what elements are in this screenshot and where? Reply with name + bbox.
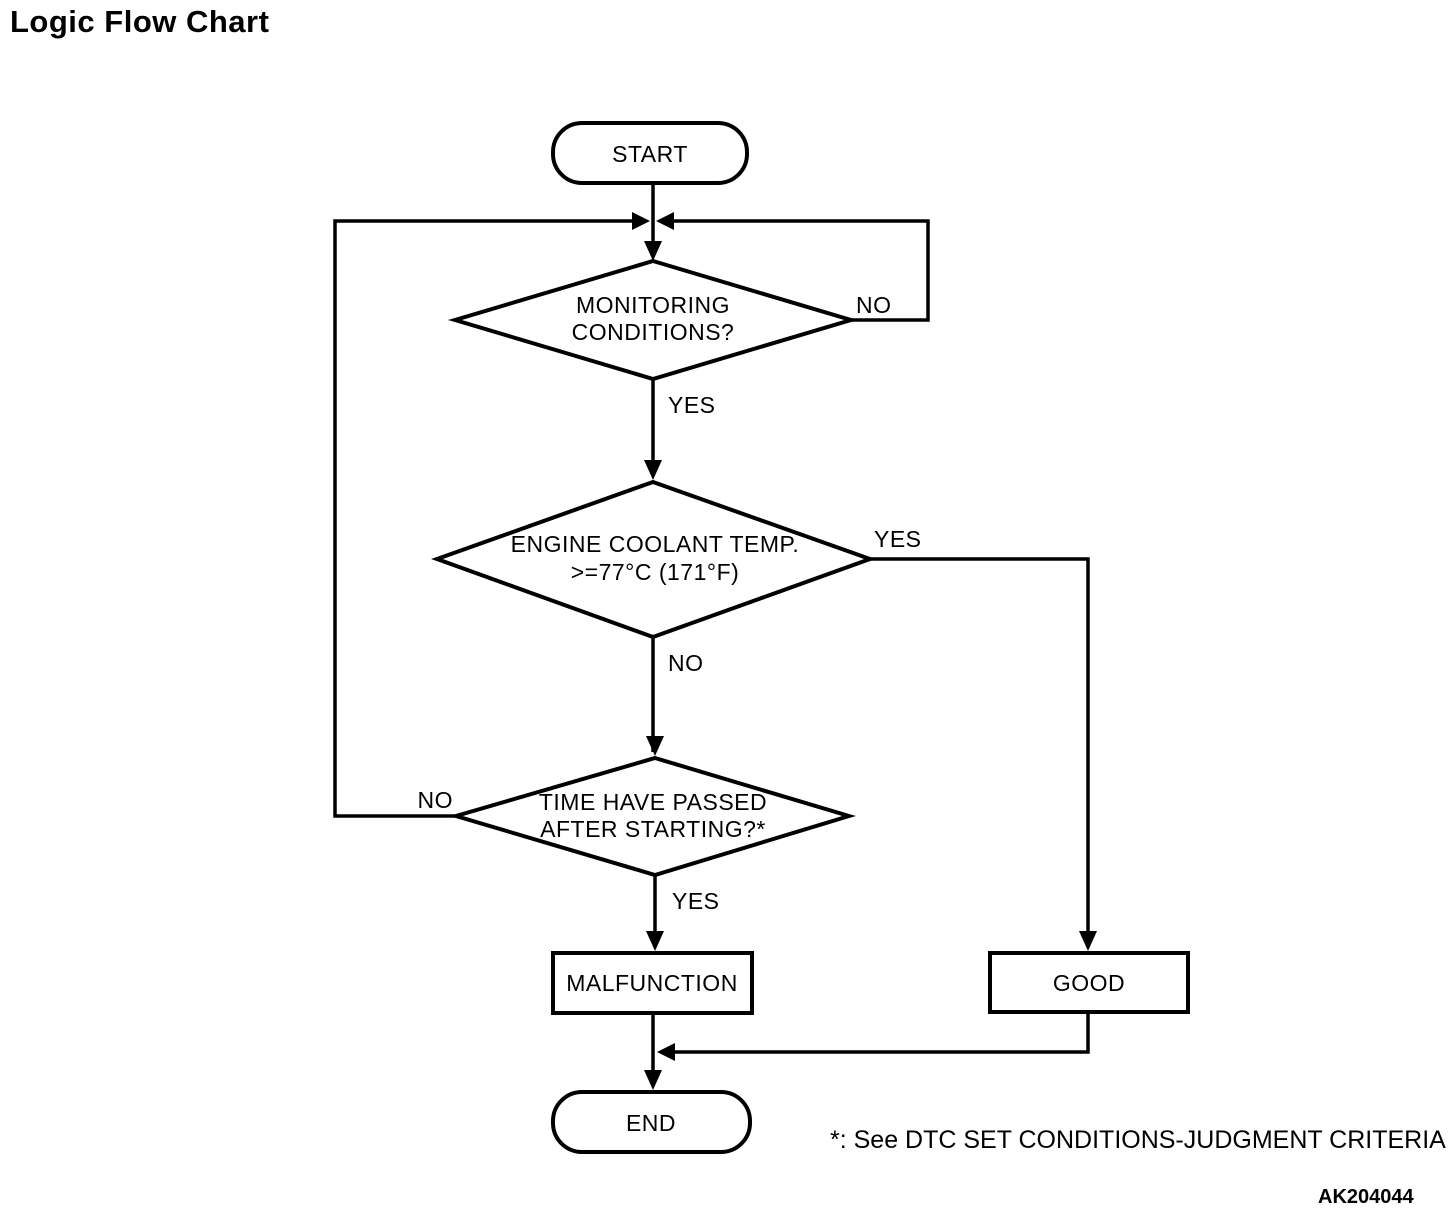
arrowhead-good-join (657, 1043, 675, 1061)
arrowhead-no-loop-left (632, 212, 650, 230)
coolant-no-label: NO (668, 650, 704, 676)
time-decision-line2: AFTER STARTING?* (540, 816, 766, 842)
arrowhead-into-good (1079, 931, 1097, 951)
coolant-yes-label: YES (874, 526, 922, 552)
arrowhead-into-malfunction (646, 931, 664, 951)
end-node (551, 1090, 752, 1154)
monitoring-decision-line2: CONDITIONS? (572, 319, 735, 345)
figure-code: AK204044 (1318, 1186, 1414, 1208)
good-node-label: GOOD (1053, 970, 1125, 996)
time-yes-label: YES (672, 888, 720, 914)
arrowhead-into-coolant (644, 460, 662, 480)
arrowhead-into-monitoring (644, 241, 662, 261)
coolant-decision-line1: ENGINE COOLANT TEMP. (511, 531, 800, 557)
edge-monitoring-no-loop (660, 219, 930, 322)
malfunction-node (551, 951, 754, 1015)
edge-good-to-join (661, 1012, 1090, 1054)
arrowhead-no-loop-right (656, 212, 674, 230)
footnote: *: See DTC SET CONDITIONS-JUDGMENT CRITE… (830, 1126, 1446, 1154)
edge-time-no-loop (333, 219, 646, 818)
start-node-label: START (612, 141, 688, 167)
time-decision-node (448, 755, 856, 878)
coolant-decision-line2: >=77°C (171°F) (571, 559, 740, 585)
monitoring-yes-label: YES (668, 392, 716, 418)
arrowhead-into-end (644, 1070, 662, 1090)
end-node-label: END (626, 1110, 676, 1136)
monitoring-decision-line1: MONITORING (576, 292, 730, 318)
start-node (551, 121, 749, 185)
monitoring-no-label: NO (856, 292, 892, 318)
good-node (988, 951, 1190, 1014)
arrowhead-into-time (646, 736, 664, 756)
page-title: Logic Flow Chart (10, 4, 270, 39)
time-no-label: NO (418, 787, 454, 813)
coolant-decision-node (431, 479, 876, 640)
time-decision-line1: TIME HAVE PASSED (539, 789, 767, 815)
monitoring-decision-node (447, 258, 859, 382)
malfunction-node-label: MALFUNCTION (566, 970, 738, 996)
edge-coolant-yes-to-good (870, 557, 1090, 947)
